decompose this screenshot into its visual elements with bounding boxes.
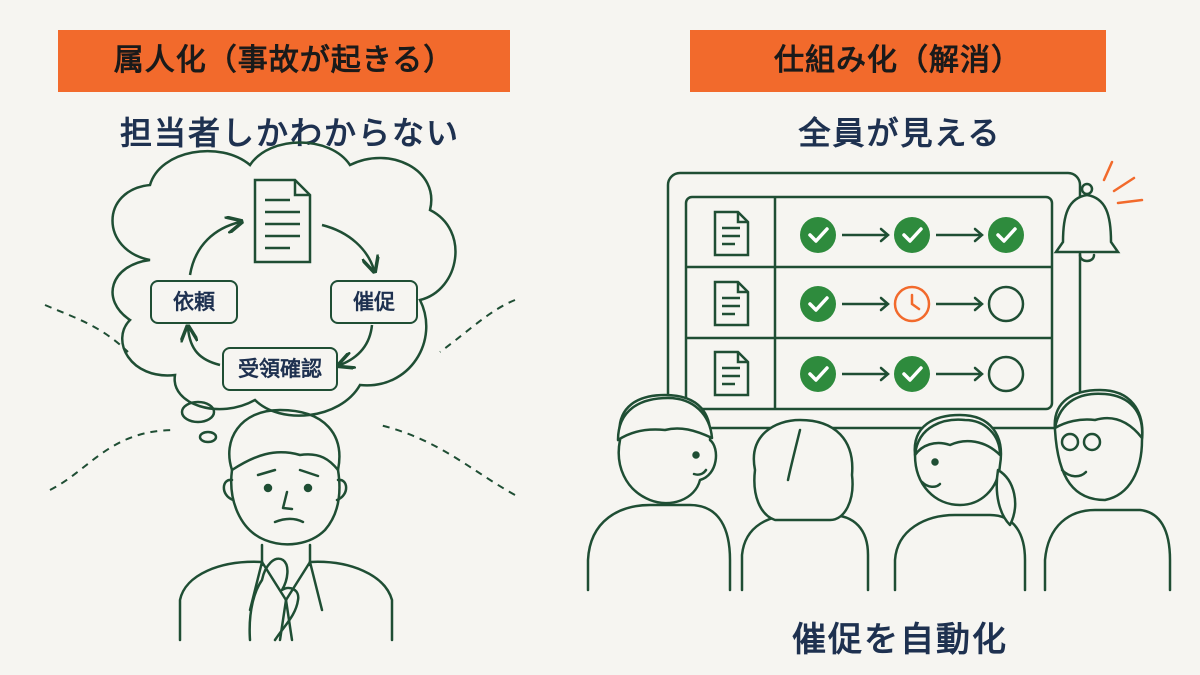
subtitle-left: 担当者しかわからない	[119, 114, 460, 152]
subtitle-right: 全員が見える	[798, 114, 1002, 152]
cycle-node-request: 依頼	[150, 280, 238, 324]
tag-left-personalization: 属人化（事故が起きる）	[58, 30, 510, 92]
status-empty-icon	[987, 355, 1025, 393]
status-marks	[800, 217, 1025, 393]
people-group	[586, 388, 1172, 592]
status-waiting-icon	[893, 285, 931, 323]
alert-lines	[1102, 160, 1144, 205]
arrow-icon	[936, 227, 984, 243]
cycle-arrows	[188, 222, 374, 365]
row-document-icons	[713, 210, 750, 397]
status-done-icon	[800, 286, 836, 322]
document-icon	[253, 178, 312, 264]
thought-cloud	[111, 141, 457, 444]
bell-icon	[1053, 182, 1121, 263]
arrow-icon	[842, 296, 890, 312]
status-board	[666, 171, 1082, 430]
status-done-icon	[894, 356, 930, 392]
arrow-icon	[936, 366, 984, 382]
cycle-node-reminder: 催促	[330, 280, 418, 324]
arrow-icon	[842, 366, 890, 382]
status-done-icon	[894, 217, 930, 253]
status-empty-icon	[987, 285, 1025, 323]
arrow-icon	[842, 227, 890, 243]
caption-automation: 催促を自動化	[792, 620, 1008, 660]
tag-right-systemization: 仕組み化（解消）	[690, 30, 1106, 92]
status-done-icon	[800, 356, 836, 392]
status-done-icon	[988, 217, 1024, 253]
worried-person	[178, 408, 394, 642]
status-done-icon	[800, 217, 836, 253]
cycle-node-receipt-confirmation: 受領確認	[222, 347, 338, 391]
arrow-icon	[936, 296, 984, 312]
confusion-lines	[44, 299, 516, 496]
